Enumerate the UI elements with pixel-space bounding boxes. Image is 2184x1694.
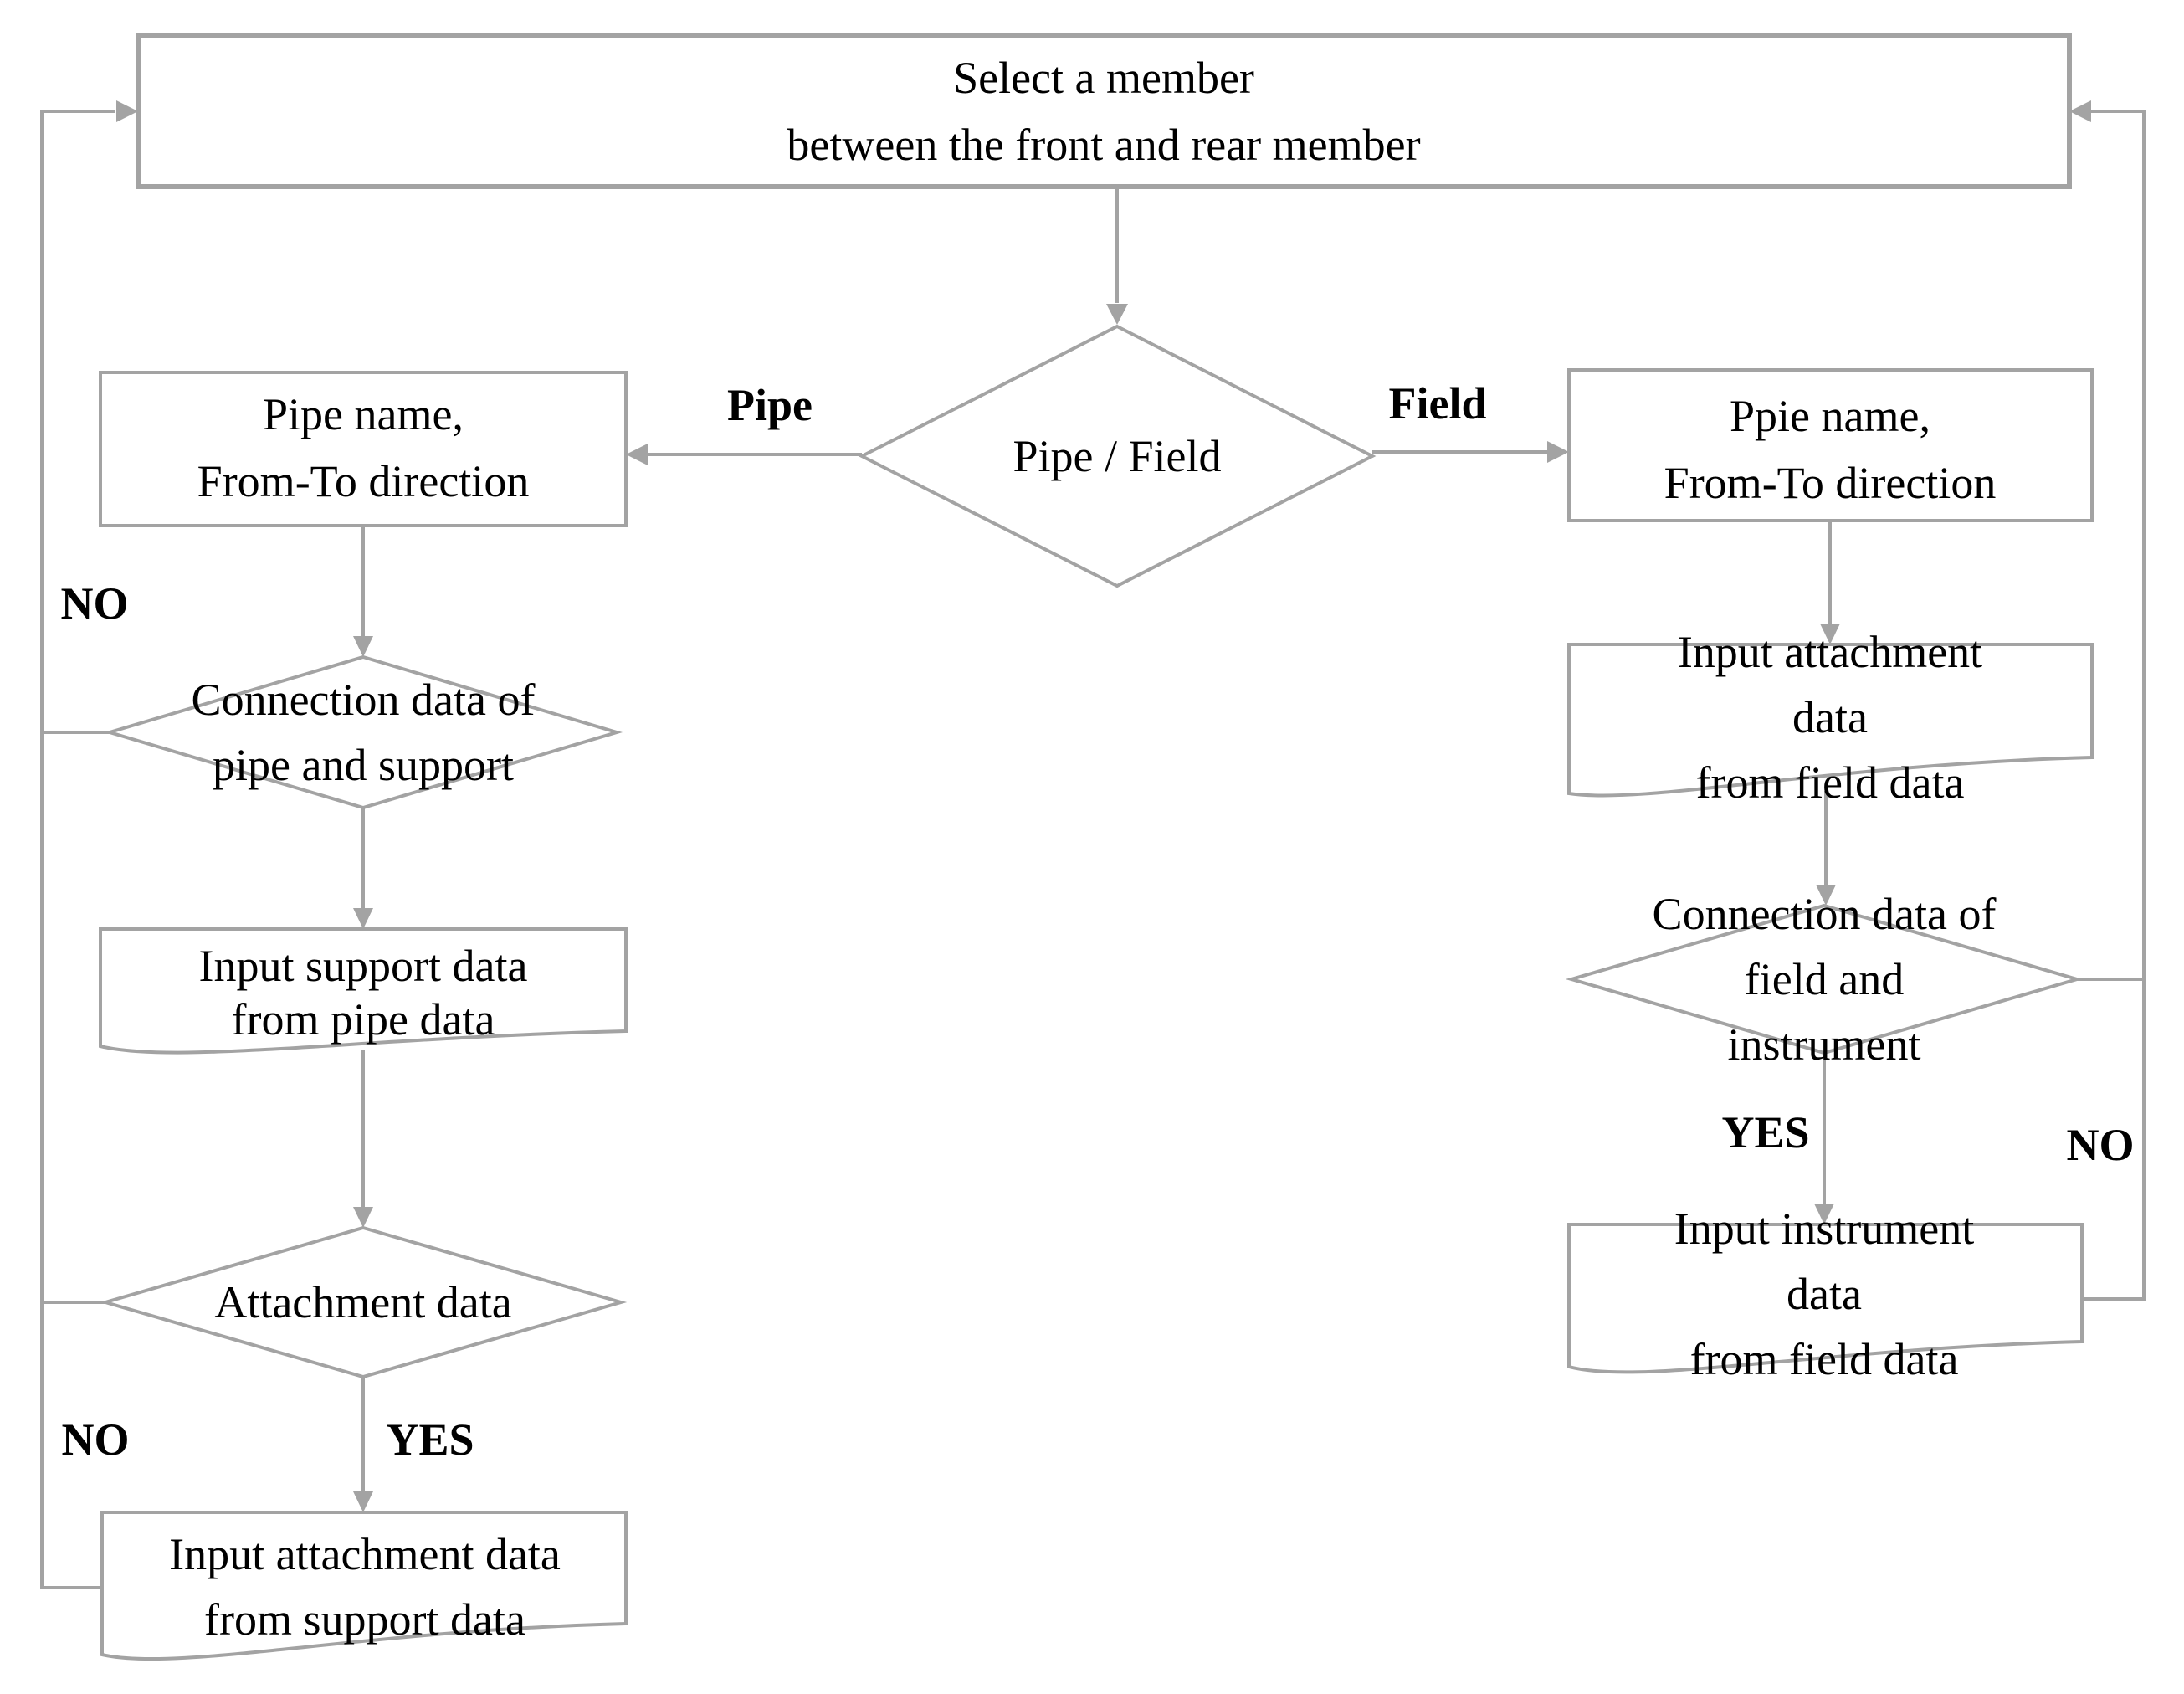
arrowhead-pipefield xyxy=(1106,304,1128,325)
pipe-name-box xyxy=(99,371,628,527)
arrowhead-field-branch xyxy=(1547,441,1569,463)
input-instrument-label: Input instrument data from field data xyxy=(1674,1204,1975,1384)
input-instrument-document xyxy=(1567,1223,2084,1374)
right-return-rail xyxy=(2082,110,2146,1301)
arrowhead-into-select-left xyxy=(116,100,138,122)
input-attachment-field-label: Input attachment data from field data xyxy=(1677,627,1983,808)
select-member-box xyxy=(136,33,2072,189)
input-support-document xyxy=(99,927,628,1055)
arrowhead-inputinstrument xyxy=(1814,1204,1834,1224)
no-label-conn-field: NO xyxy=(2066,1120,2135,1170)
input-attachment-support-document xyxy=(100,1511,628,1661)
input-attachment-field-document xyxy=(1567,643,2094,798)
no-label-attachment: NO xyxy=(61,1414,130,1465)
no-label-conn-pipe: NO xyxy=(60,578,129,629)
pipe-field-diamond xyxy=(858,324,1377,588)
pipe-name-label: Pipe name, From-To direction xyxy=(197,389,530,506)
field-branch-label: Field xyxy=(1388,378,1487,429)
arrowhead-inputattachment-support xyxy=(353,1491,373,1512)
ppie-name-label: Ppie name, From-To direction xyxy=(1664,391,1997,508)
conn-field-instrument-label: Connection data of field and instrument xyxy=(1652,889,1997,1070)
conn-pipe-support-label: Connection data of pipe and support xyxy=(191,675,536,790)
yes-label-attachment: YES xyxy=(386,1414,474,1465)
select-member-label: Select a member between the front and re… xyxy=(787,53,1421,170)
arrowhead-into-select-right xyxy=(2069,100,2091,122)
arrowhead-connpipe xyxy=(353,636,373,657)
ppie-name-box xyxy=(1567,368,2094,522)
attachment-data-diamond xyxy=(99,1225,628,1379)
input-attachment-support-label: Input attachment data from support data xyxy=(169,1529,561,1645)
pipe-branch-label: Pipe xyxy=(727,380,813,430)
arrowhead-connfield xyxy=(1816,885,1836,906)
arrowhead-inputsupport xyxy=(353,908,373,929)
input-support-label: Input support data from pipe data xyxy=(198,941,528,1045)
yes-label-conn-field: YES xyxy=(1721,1107,1810,1158)
arrowhead-attachment xyxy=(353,1207,373,1228)
arrowhead-pipe-branch xyxy=(626,444,648,465)
conn-pipe-support-diamond xyxy=(103,654,623,810)
arrowhead-inputattachment-field xyxy=(1820,624,1840,644)
pipe-field-label: Pipe / Field xyxy=(1013,431,1222,481)
left-return-rail xyxy=(40,110,115,1589)
conn-field-instrument-diamond xyxy=(1565,903,2084,1055)
attachment-data-label: Attachment data xyxy=(214,1277,512,1327)
